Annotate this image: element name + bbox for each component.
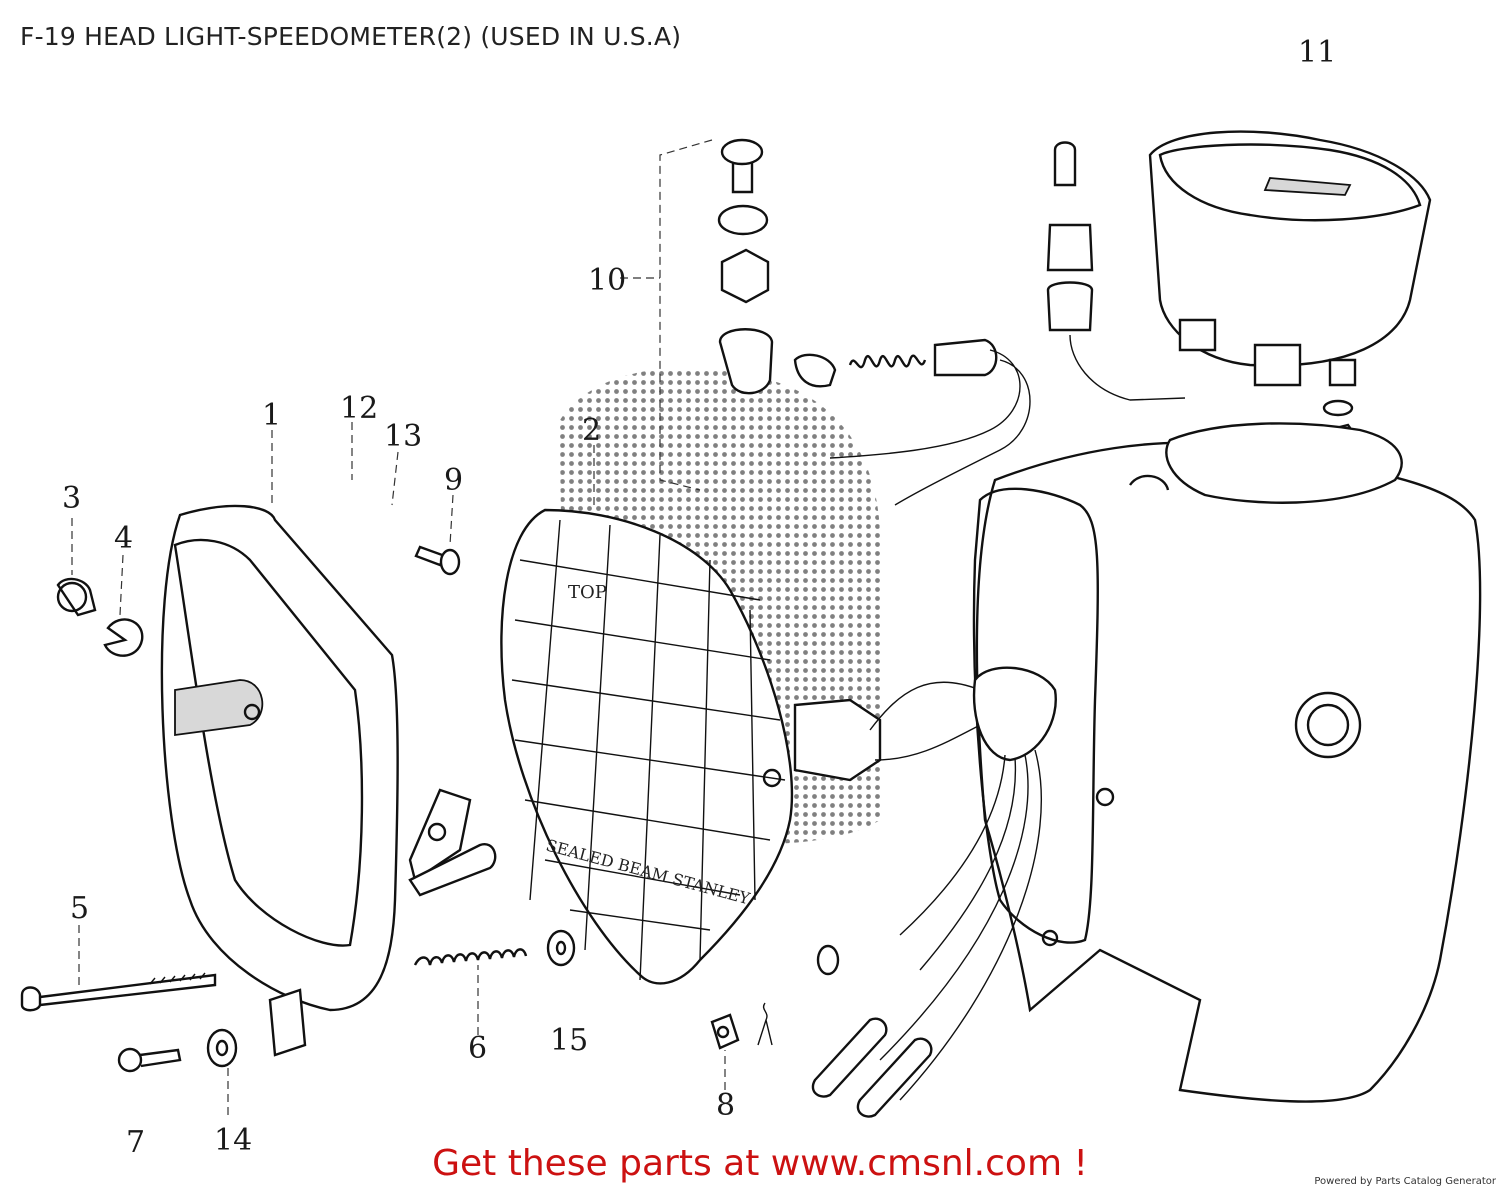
long-screw[interactable]	[20, 972, 217, 1012]
clip-washer[interactable]	[103, 618, 144, 657]
callout-12: 12	[340, 391, 378, 426]
page-title: F-19 HEAD LIGHT-SPEEDOMETER(2) (USED IN …	[20, 22, 682, 51]
callout-4: 4	[114, 521, 133, 556]
small-screw[interactable]	[117, 1047, 182, 1073]
callout-14: 14	[214, 1123, 252, 1158]
callout-15: 15	[550, 1023, 588, 1058]
speedometer[interactable]	[1148, 130, 1432, 444]
rim-screw[interactable]	[56, 577, 97, 617]
cta-text[interactable]: Get these parts at www.cmsnl.com !	[432, 1143, 1088, 1184]
speedometer-bulb-socket[interactable]	[1046, 141, 1186, 401]
switch-assembly[interactable]	[620, 138, 1031, 506]
lamp-top-marking: TOP	[568, 582, 607, 603]
callout-5: 5	[70, 891, 89, 926]
wiring-harness[interactable]	[811, 666, 1057, 1118]
callout-numbers: 1 2 3 4 5 6 7 8 9 10 11 12 13 14 15	[62, 35, 1336, 1160]
callout-10: 10	[588, 263, 626, 298]
flat-washer[interactable]	[206, 1028, 238, 1068]
headlight-case[interactable]	[972, 422, 1482, 1103]
callout-7: 7	[126, 1125, 145, 1160]
spring-washer[interactable]	[546, 929, 576, 967]
headlight-rim[interactable]	[160, 504, 497, 1057]
adjusting-spring[interactable]	[413, 948, 528, 966]
callout-1: 1	[262, 398, 281, 433]
powered-by-label: Powered by Parts Catalog Generator	[1314, 1176, 1496, 1187]
callout-6: 6	[468, 1031, 487, 1066]
callout-8: 8	[716, 1088, 735, 1123]
callout-11: 11	[1298, 35, 1336, 70]
callout-leaders	[71, 422, 726, 1115]
callout-9: 9	[444, 463, 463, 498]
mounting-screw[interactable]	[414, 545, 461, 576]
callout-3: 3	[62, 481, 81, 516]
nut-and-pin[interactable]	[710, 1002, 773, 1050]
sealed-beam-lamp[interactable]: TOP SEALED BEAM STANLEY	[500, 508, 991, 985]
callout-13: 13	[384, 419, 422, 454]
callout-2: 2	[582, 413, 601, 448]
parts-link-banner[interactable]: Get these parts at www.cmsnl.com !	[0, 1143, 1500, 1184]
